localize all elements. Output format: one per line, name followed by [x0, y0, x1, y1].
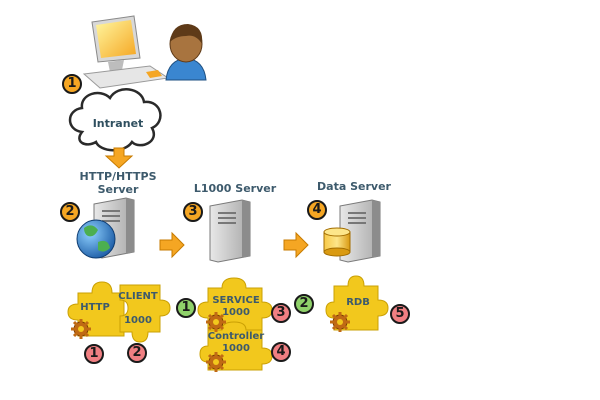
component-badge: 5: [390, 304, 410, 324]
component-badge: 1: [84, 344, 104, 364]
arrow-icon: [283, 231, 309, 259]
data-server-label: Data Server: [317, 180, 391, 193]
server-tower-icon: [209, 199, 251, 263]
client-piece-label: CLIENT 1000: [118, 291, 158, 326]
step-badge: 1: [62, 74, 82, 94]
gear-icon: [206, 352, 226, 372]
user-icon: [165, 24, 207, 81]
globe-icon: [76, 219, 116, 259]
step-badge: 2: [60, 202, 80, 222]
gear-icon: [71, 319, 91, 339]
controller-piece-label: Controller 1000: [207, 331, 265, 354]
http-server-label: HTTP/HTTPS Server: [79, 170, 157, 196]
gear-icon: [330, 312, 350, 332]
step-badge: 3: [183, 202, 203, 222]
l1000-server-label: L1000 Server: [193, 182, 277, 195]
component-badge: 1: [176, 298, 196, 318]
rdb-piece-label: RDB: [346, 297, 370, 308]
gear-icon: [206, 312, 226, 332]
component-badge: 4: [271, 342, 291, 362]
arrow-icon: [104, 147, 134, 169]
arrow-icon: [159, 231, 185, 259]
http-piece-label: HTTP: [80, 302, 110, 313]
step-badge: 4: [307, 200, 327, 220]
puzzle-piece-icon: [119, 284, 171, 343]
computer-icon: [82, 15, 170, 89]
service-piece-label: SERVICE 1000: [212, 295, 260, 318]
cloud-label: Intranet: [92, 117, 144, 130]
component-badge: 3: [271, 303, 291, 323]
database-icon: [323, 227, 351, 257]
cloud-icon: [68, 88, 162, 152]
component-badge: 2: [127, 343, 147, 363]
component-badge: 2: [294, 294, 314, 314]
